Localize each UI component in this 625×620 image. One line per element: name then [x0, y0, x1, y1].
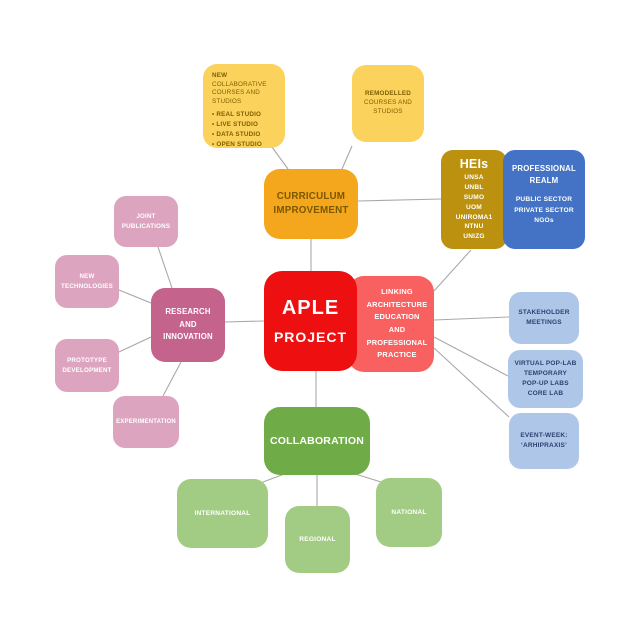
node-national: NATIONAL: [376, 478, 442, 547]
linking-label: LINKING ARCHITECTURE EDUCATION AND PROFE…: [366, 286, 428, 360]
professional-member: PUBLIC SECTOR: [515, 196, 573, 204]
connector-experiment-research: [162, 361, 182, 397]
event-week-label: EVENT-WEEK: ‘ARHIPRAXIS’: [520, 431, 568, 449]
heis-member: UNSA: [464, 174, 484, 181]
node-research-innovation: RESEARCH AND INNOVATION: [151, 288, 225, 362]
professional-realm-title: PROFESSIONAL REALM: [512, 164, 576, 185]
new-courses-title-bold: NEW: [212, 72, 228, 79]
collaboration-label: COLLABORATION: [270, 435, 364, 447]
connector-linking-stakeholder: [433, 316, 510, 321]
aple-title-line1: APLE: [281, 297, 340, 319]
experimentation-label: EXPERIMENTATION: [116, 419, 176, 425]
node-regional: REGIONAL: [285, 506, 350, 573]
node-collaboration: COLLABORATION: [264, 407, 370, 475]
node-joint-publications: JOINT PUBLICATIONS: [114, 196, 178, 247]
remodelled-title: REMODELLED COURSES AND STUDIOS: [356, 90, 420, 116]
node-stakeholder-meetings: STAKEHOLDER MEETINGS: [509, 292, 579, 344]
node-heis: HEIs UNSA UNBL SUMO UOM UNIROMA1 NTNU UN…: [441, 150, 507, 249]
heis-member: UOM: [466, 203, 482, 211]
node-prototype-development: PROTOTYPE DEVELOPMENT: [55, 339, 119, 392]
new-courses-title-rest: COLLABORATIVE COURSES AND STUDIOS: [212, 80, 267, 105]
node-new-collaborative-courses: NEW COLLABORATIVE COURSES AND STUDIOS RE…: [203, 64, 285, 148]
connector-prototype-research: [118, 336, 152, 353]
connector-remodelled-curriculum: [341, 145, 353, 170]
connector-linking-virtuallab: [433, 336, 509, 377]
new-technologies-label: NEW TECHNOLOGIES: [61, 272, 113, 290]
professional-member: NGOs: [534, 216, 554, 224]
new-courses-title: NEW COLLABORATIVE COURSES AND STUDIOS: [212, 72, 279, 106]
bullet-item: DATA STUDIO: [212, 131, 262, 140]
node-experimentation: EXPERIMENTATION: [113, 396, 179, 448]
remodelled-title-bold: REMODELLED: [364, 90, 412, 98]
regional-label: REGIONAL: [299, 536, 336, 543]
studio-bullet-list: REAL STUDIO LIVE STUDIO DATA STUDIO OPEN…: [212, 111, 262, 151]
remodelled-title-rest: COURSES AND STUDIOS: [363, 99, 413, 115]
virtual-lab-label: VIRTUAL POP-LAB TEMPORARY POP-UP LABS CO…: [514, 359, 577, 398]
heis-member: UNIROMA1: [455, 213, 493, 221]
stakeholder-label: STAKEHOLDER MEETINGS: [518, 308, 570, 326]
connector-newtech-research: [118, 289, 152, 304]
connector-research-aple: [224, 320, 265, 323]
prototype-label: PROTOTYPE DEVELOPMENT: [62, 356, 112, 374]
bullet-item: REAL STUDIO: [212, 111, 262, 120]
connector-curriculum-heis: [357, 198, 442, 202]
node-virtual-pop-lab: VIRTUAL POP-LAB TEMPORARY POP-UP LABS CO…: [508, 350, 583, 408]
connector-jointpubs-research: [157, 246, 173, 289]
heis-title: HEIs: [459, 157, 489, 171]
connector-newcourses-curriculum: [271, 146, 289, 170]
heis-member: UNIZG: [463, 233, 485, 241]
node-international: INTERNATIONAL: [177, 479, 268, 548]
node-linking-education-practice: LINKING ARCHITECTURE EDUCATION AND PROFE…: [348, 276, 434, 372]
curriculum-label: CURRICULUM IMPROVEMENT: [273, 190, 349, 216]
heis-member: SUMO: [463, 193, 485, 201]
node-new-technologies: NEW TECHNOLOGIES: [55, 255, 119, 308]
professional-member: PRIVATE SECTOR: [514, 206, 574, 214]
node-event-week-arhipraxis: EVENT-WEEK: ‘ARHIPRAXIS’: [509, 413, 579, 469]
connector-linking-eventweek: [433, 347, 510, 418]
node-remodelled-courses: REMODELLED COURSES AND STUDIOS: [352, 65, 424, 142]
research-label: RESEARCH AND INNOVATION: [163, 307, 213, 342]
bullet-item: LIVE STUDIO: [212, 121, 262, 130]
international-label: INTERNATIONAL: [194, 510, 251, 517]
national-label: NATIONAL: [391, 509, 427, 516]
bullet-item: OPEN STUDIO: [212, 141, 262, 150]
heis-member: UNBL: [464, 183, 484, 191]
node-aple-project: APLE PROJECT: [264, 271, 357, 371]
connector-heis-linking: [433, 249, 472, 292]
node-curriculum-improvement: CURRICULUM IMPROVEMENT: [264, 169, 358, 239]
aple-title-line2: PROJECT: [273, 329, 348, 345]
node-professional-realm: PROFESSIONAL REALM PUBLIC SECTOR PRIVATE…: [503, 150, 585, 249]
heis-member: NTNU: [464, 223, 484, 231]
joint-publications-label: JOINT PUBLICATIONS: [121, 212, 171, 230]
